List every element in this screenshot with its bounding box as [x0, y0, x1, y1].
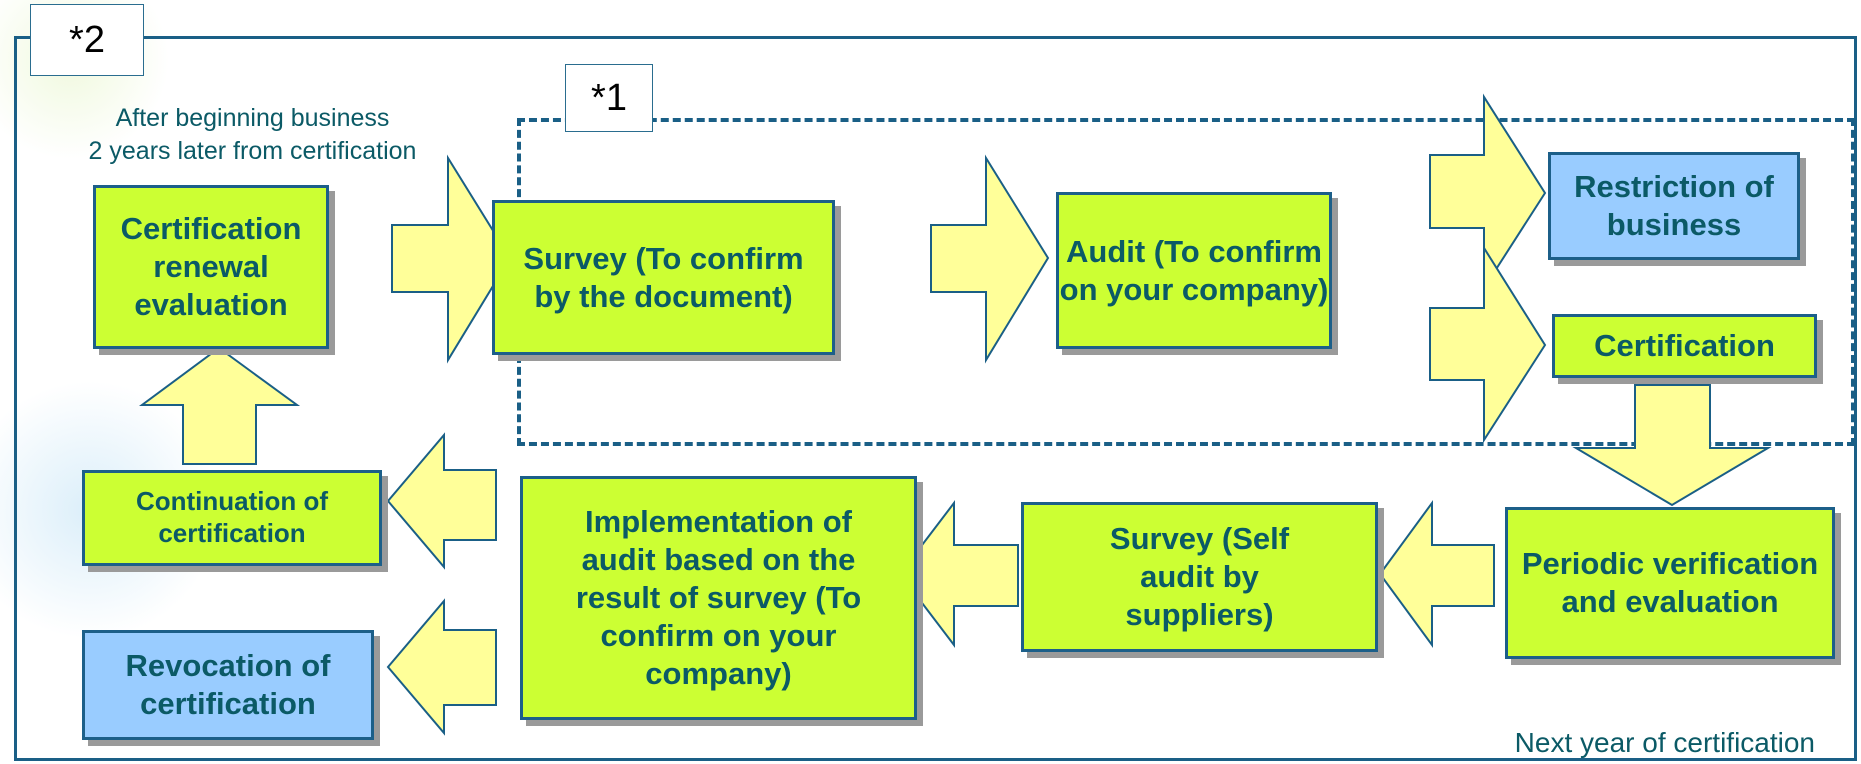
arrow-right-icon	[391, 154, 512, 364]
box-label: Survey (Self audit by suppliers)	[1109, 521, 1290, 632]
tag-inner: *1	[565, 64, 653, 132]
box-continuation-of-certification: Continuation of certification	[82, 470, 382, 566]
note-line-1: After beginning business	[115, 104, 390, 132]
tag-outer: *2	[30, 4, 144, 76]
outer-frame	[14, 36, 1857, 761]
arrow-right-icon	[1429, 244, 1547, 444]
box-certification: Certification	[1552, 314, 1817, 378]
arrow-left-icon	[898, 500, 1019, 648]
box-implementation-of-audit: Implementation of audit based on the res…	[520, 476, 917, 720]
note-next-year: Next year of certification	[1514, 727, 1815, 758]
box-periodic-verification: Periodic verification and evaluation	[1505, 507, 1835, 659]
arrow-right-icon	[1429, 93, 1547, 292]
box-label: Certification renewal evaluation	[120, 211, 302, 322]
box-label: Audit (To confirm on your company)	[1059, 233, 1329, 307]
box-label: Certification	[1594, 328, 1775, 364]
box-survey-document: Survey (To confirm by the document)	[492, 200, 835, 355]
arrow-left-icon	[386, 598, 497, 736]
box-survey-self-audit: Survey (Self audit by suppliers)	[1021, 502, 1378, 652]
box-certification-renewal: Certification renewal evaluation	[93, 185, 329, 349]
arrow-left-icon	[386, 432, 497, 570]
arrow-right-icon	[930, 154, 1050, 364]
note-line-2: 2 years later from certification	[88, 136, 417, 165]
box-label: Restriction of business	[1574, 169, 1774, 242]
box-revocation-of-certification: Revocation of certification	[82, 630, 374, 740]
box-label: Periodic verification and evaluation	[1521, 546, 1819, 619]
box-audit: Audit (To confirm on your company)	[1056, 192, 1332, 349]
note-after-beginning: After beginning business 2 years later f…	[20, 102, 485, 167]
box-label: Implementation of audit based on the res…	[575, 504, 862, 691]
box-label: Survey (To confirm by the document)	[523, 240, 804, 314]
arrow-left-icon	[1378, 499, 1495, 649]
arrow-down-icon	[1572, 384, 1772, 507]
box-label: Revocation of certification	[125, 648, 331, 721]
arrow-up-icon	[138, 346, 301, 465]
box-label: Continuation of certification	[135, 486, 329, 548]
box-restriction-of-business: Restriction of business	[1548, 152, 1800, 260]
